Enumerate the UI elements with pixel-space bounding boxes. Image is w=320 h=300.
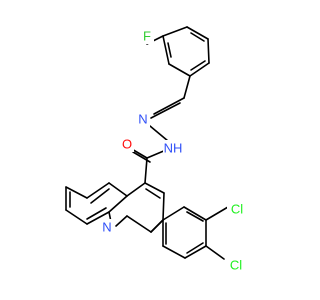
atom-cl-upper: Cl (227, 201, 247, 217)
bond-line-18 (144, 182, 165, 194)
bond-line-1 (162, 26, 188, 37)
bond-line-31 (126, 215, 152, 233)
bond-line-28 (108, 195, 128, 213)
atom-label-cl-lower: Cl (230, 258, 242, 273)
bond-line-26 (65, 209, 88, 225)
bonds-group (65, 26, 229, 260)
bond-line-43 (162, 245, 186, 259)
bond-line-45 (186, 211, 204, 222)
bond-line-13 (149, 125, 169, 142)
bond-line-3 (207, 38, 210, 64)
bond-line-27 (86, 211, 110, 225)
atom-n-imine: N (136, 111, 150, 127)
bond-line-38 (183, 206, 207, 221)
atom-label-nh: NH (164, 141, 183, 156)
atom-label-f: F (143, 29, 151, 44)
bond-line-8 (190, 60, 206, 71)
atom-labels-group: F O N NH N Cl Cl (100, 28, 247, 273)
bond-line-11 (153, 97, 185, 115)
bond-line-24 (65, 186, 88, 199)
bond-line-34 (90, 188, 110, 204)
bond-line-9 (167, 42, 172, 58)
atom-o: O (120, 136, 134, 152)
atom-label-cl-upper: Cl (231, 202, 243, 217)
bond-line-42 (184, 245, 207, 259)
atom-cl-lower: Cl (226, 257, 246, 273)
bond-line-2 (186, 26, 209, 40)
bond-line-32 (150, 219, 164, 233)
atom-f: F (140, 28, 154, 44)
bond-line-6 (162, 35, 170, 65)
bond-line-46 (186, 242, 204, 254)
bond-line-5 (168, 63, 191, 77)
bond-line-12 (150, 102, 181, 119)
bond-line-37 (162, 206, 185, 221)
bond-line-19 (162, 192, 165, 221)
bond-line-21 (126, 182, 146, 197)
atom-label-o: O (122, 137, 132, 152)
bond-line-17 (144, 157, 148, 184)
bond-line-36 (86, 207, 107, 220)
bond-line-7 (190, 32, 205, 42)
atom-nh: NH (163, 140, 183, 156)
molecule-diagram: F O N NH N Cl Cl (65, 26, 247, 273)
atom-label-n-ring: N (102, 220, 111, 235)
atom-n-ring: N (100, 219, 114, 235)
bond-line-23 (86, 182, 110, 199)
bond-line-14 (146, 149, 167, 159)
atom-label-n-imine: N (138, 112, 147, 127)
bond-line-33 (145, 188, 161, 199)
bond-line-30 (115, 215, 128, 227)
bond-line-41 (205, 245, 225, 260)
bond-line-10 (183, 75, 191, 99)
bond-line-39 (205, 206, 229, 221)
bond-line-22 (108, 182, 128, 197)
bond-line-4 (189, 62, 210, 77)
